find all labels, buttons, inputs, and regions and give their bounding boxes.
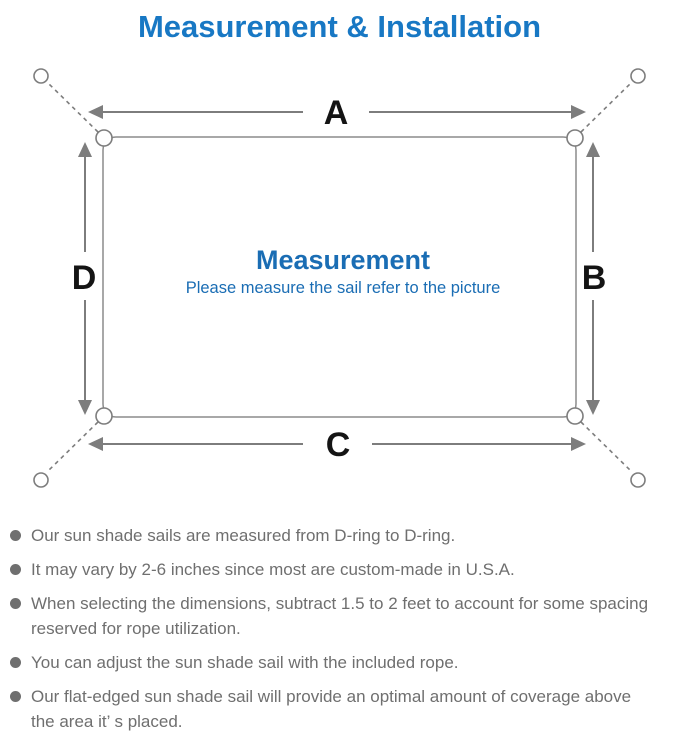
anchor-point-bottom-right	[630, 472, 646, 488]
arrow-c-left-head	[88, 437, 103, 451]
note-text: It may vary by 2-6 inches since most are…	[31, 560, 515, 579]
notes-list: Our sun shade sails are measured from D-…	[0, 523, 679, 734]
list-item: Our flat-edged sun shade sail will provi…	[10, 684, 671, 734]
list-item: When selecting the dimensions, subtract …	[10, 591, 671, 641]
d-ring-top-left	[95, 129, 113, 147]
dimension-label-d: D	[72, 259, 97, 297]
arrow-d-top-head	[78, 142, 92, 157]
measurement-diagram: A C D B Measurement Please measure the s…	[33, 68, 646, 488]
anchor-point-top-left	[33, 68, 49, 84]
rope-dash-top-right	[580, 81, 633, 133]
d-ring-bottom-right	[566, 407, 584, 425]
arrow-a-right-head	[571, 105, 586, 119]
arrow-d-bottom-head	[78, 400, 92, 415]
arrow-a-left-head	[88, 105, 103, 119]
page-title: Measurement & Installation	[137, 9, 542, 44]
note-text: When selecting the dimensions, subtract …	[31, 594, 649, 638]
bullet-icon	[10, 691, 21, 702]
rope-dash-bottom-right	[580, 421, 633, 473]
note-text: Our sun shade sails are measured from D-…	[31, 526, 456, 545]
sail-outline	[102, 136, 577, 418]
dimension-label-a: A	[324, 94, 349, 132]
bullet-icon	[10, 564, 21, 575]
bullet-icon	[10, 598, 21, 609]
arrow-c-right-head	[571, 437, 586, 451]
list-item: It may vary by 2-6 inches since most are…	[10, 557, 671, 582]
bullet-icon	[10, 657, 21, 668]
note-text: Our flat-edged sun shade sail will provi…	[31, 687, 632, 731]
dimension-label-b: B	[582, 259, 607, 297]
anchor-point-top-right	[630, 68, 646, 84]
diagram-center-subtitle: Please measure the sail refer to the pic…	[186, 279, 501, 297]
arrow-b-top-head	[586, 142, 600, 157]
list-item: You can adjust the sun shade sail with t…	[10, 650, 671, 675]
note-text: You can adjust the sun shade sail with t…	[31, 653, 459, 672]
diagram-center-heading: Measurement	[256, 245, 430, 275]
arrow-b-bottom-head	[586, 400, 600, 415]
list-item: Our sun shade sails are measured from D-…	[10, 523, 671, 548]
d-ring-top-right	[566, 129, 584, 147]
d-ring-bottom-left	[95, 407, 113, 425]
rope-dash-top-left	[46, 81, 99, 133]
rope-dash-bottom-left	[46, 421, 99, 473]
dimension-label-c: C	[326, 426, 351, 464]
anchor-point-bottom-left	[33, 472, 49, 488]
bullet-icon	[10, 530, 21, 541]
